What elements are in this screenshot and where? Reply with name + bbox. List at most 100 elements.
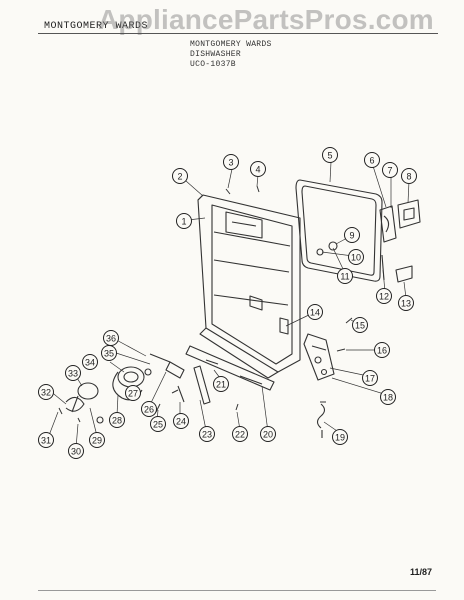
callout-label: 29: [92, 436, 102, 446]
callout-circle: [364, 152, 380, 168]
callout-4: 4: [250, 161, 266, 177]
callout-circle: [150, 416, 166, 432]
callout-18: 18: [380, 389, 396, 405]
callout-circle: [382, 162, 398, 178]
callout-28: 28: [109, 412, 125, 428]
callout-circle: [173, 413, 189, 429]
watermark: AppliancePartsPros.com: [98, 4, 434, 35]
callout-27: 27: [125, 385, 141, 401]
callout-label: 20: [263, 430, 273, 440]
callout-5: 5: [322, 147, 338, 163]
callout-circle: [68, 443, 84, 459]
callout-circle: [213, 376, 229, 392]
callout-circle: [250, 161, 266, 177]
callout-label: 36: [106, 334, 116, 344]
callout-3: 3: [223, 154, 239, 170]
callout-label: 2: [177, 172, 182, 182]
callout-label: 3: [228, 158, 233, 168]
callout-31: 31: [38, 432, 54, 448]
callout-circle: [65, 365, 81, 381]
callout-12: 12: [376, 288, 392, 304]
callout-22: 22: [232, 426, 248, 442]
callout-29: 29: [89, 432, 105, 448]
callout-label: 30: [71, 447, 81, 457]
footer-rule: [38, 590, 436, 591]
callout-circle: [398, 295, 414, 311]
callout-circle: [380, 389, 396, 405]
callout-23: 23: [199, 426, 215, 442]
callout-17: 17: [362, 370, 378, 386]
callout-circle: [176, 213, 192, 229]
callout-label: 33: [68, 369, 78, 379]
callout-label: 10: [351, 253, 361, 263]
callout-26: 26: [141, 401, 157, 417]
callout-6: 6: [364, 152, 380, 168]
callout-label: 6: [369, 156, 374, 166]
callout-label: 1: [181, 217, 186, 227]
callout-label: 31: [41, 436, 51, 446]
footer-date: 11/87: [410, 567, 433, 577]
callout-8: 8: [401, 168, 417, 184]
callout-15: 15: [352, 317, 368, 333]
callout-label: 19: [335, 433, 345, 443]
callout-2: 2: [172, 168, 188, 184]
callout-label: 5: [327, 151, 332, 161]
callout-label: 16: [377, 346, 387, 356]
callout-label: 26: [144, 405, 154, 415]
callout-label: 9: [349, 231, 354, 241]
door-gasket-drawing: [295, 179, 383, 282]
latch-parts-drawing: [316, 199, 421, 283]
callout-11: 11: [337, 268, 353, 284]
callout-24: 24: [173, 413, 189, 429]
callout-21: 21: [213, 376, 229, 392]
title-line-brand: MONTGOMERY WARDS: [190, 40, 272, 49]
callout-label: 17: [365, 374, 375, 384]
callout-label: 35: [104, 349, 114, 359]
title-line-product: DISHWASHER: [190, 50, 242, 59]
callout-label: 27: [128, 389, 138, 399]
callout-1: 1: [176, 213, 192, 229]
callout-circle: [376, 288, 392, 304]
callout-34: 34: [82, 354, 98, 370]
callout-36: 36: [103, 330, 119, 346]
header-model-code: MONTGOMERY WARDS: [44, 21, 149, 32]
callout-label: 14: [310, 308, 320, 318]
callout-14: 14: [307, 304, 323, 320]
callout-circle: [82, 354, 98, 370]
callout-circle: [141, 401, 157, 417]
callout-circle: [38, 432, 54, 448]
callout-label: 34: [85, 358, 95, 368]
callout-20: 20: [260, 426, 276, 442]
door-panel-drawing: [197, 194, 301, 379]
callout-circle: [374, 342, 390, 358]
callout-circle: [232, 426, 248, 442]
callout-label: 24: [176, 417, 186, 427]
callout-circle: [307, 304, 323, 320]
callout-circle: [362, 370, 378, 386]
callout-label: 25: [153, 420, 163, 430]
callout-label: 18: [383, 393, 393, 403]
callout-circle: [337, 268, 353, 284]
callout-circle: [223, 154, 239, 170]
callout-label: 13: [401, 299, 411, 309]
callout-9: 9: [344, 227, 360, 243]
callout-33: 33: [65, 365, 81, 381]
callout-circle: [348, 249, 364, 265]
callout-circle: [199, 426, 215, 442]
callout-label: 8: [406, 172, 411, 182]
callout-13: 13: [398, 295, 414, 311]
callout-label: 22: [235, 430, 245, 440]
callout-circle: [89, 432, 105, 448]
callout-30: 30: [68, 443, 84, 459]
callout-19: 19: [332, 429, 348, 445]
callout-circle: [260, 426, 276, 442]
callout-circle: [109, 412, 125, 428]
callout-16: 16: [374, 342, 390, 358]
callout-label: 32: [41, 388, 51, 398]
callout-label: 28: [112, 416, 122, 426]
callout-32: 32: [38, 384, 54, 400]
callout-circle: [125, 385, 141, 401]
title-line-model: UCO-1037B: [190, 60, 236, 69]
